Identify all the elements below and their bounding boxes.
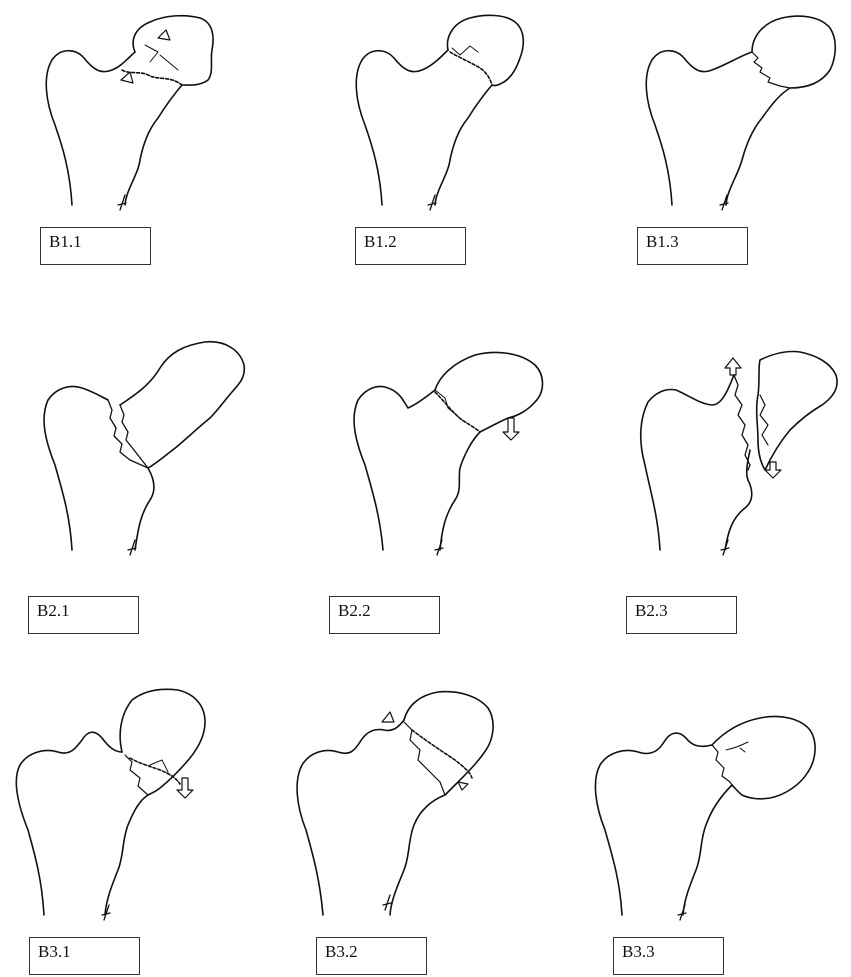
femur-b1-2 [356, 15, 523, 210]
label-b1-1: B1.1 [40, 227, 151, 265]
label-b3-2: B3.2 [316, 937, 427, 975]
arrow-icon [503, 418, 519, 440]
label-text: B3.3 [622, 942, 655, 961]
label-b3-3: B3.3 [613, 937, 724, 975]
label-text: B3.1 [38, 942, 71, 961]
femur-b3-2 [297, 692, 493, 915]
femur-b3-1 [16, 689, 205, 920]
label-text: B1.1 [49, 232, 82, 251]
femur-b2-3 [641, 352, 837, 555]
label-b2-3: B2.3 [626, 596, 737, 634]
femur-b1-1 [46, 16, 213, 210]
label-b2-2: B2.2 [329, 596, 440, 634]
label-text: B2.1 [37, 601, 70, 620]
label-b1-3: B1.3 [637, 227, 748, 265]
femur-b1-3 [646, 16, 835, 210]
femur-b3-3 [595, 717, 815, 921]
label-text: B3.2 [325, 942, 358, 961]
label-b2-1: B2.1 [28, 596, 139, 634]
arrow-icon [382, 712, 468, 790]
arrow-icon [121, 30, 170, 83]
label-text: B1.2 [364, 232, 397, 251]
label-text: B2.3 [635, 601, 668, 620]
label-b3-1: B3.1 [29, 937, 140, 975]
label-text: B2.2 [338, 601, 371, 620]
femur-b2-1 [44, 342, 244, 555]
label-text: B1.3 [646, 232, 679, 251]
label-b1-2: B1.2 [355, 227, 466, 265]
arrow-icon [177, 778, 193, 798]
femur-b2-2 [354, 352, 542, 555]
